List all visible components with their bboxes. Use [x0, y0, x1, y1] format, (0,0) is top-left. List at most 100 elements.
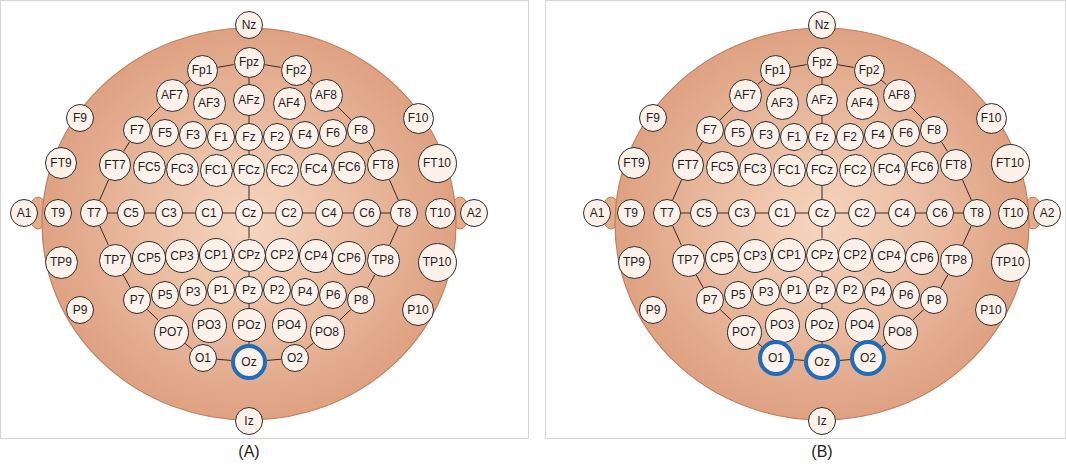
electrode: C5	[117, 199, 145, 227]
electrode: FT8	[367, 149, 399, 181]
electrode-label: C3	[161, 207, 176, 219]
electrode-label: P2	[270, 284, 285, 296]
electrode-line	[249, 116, 250, 123]
electrode: FC6	[906, 151, 939, 184]
electrode: FT7	[99, 149, 131, 181]
electrode-label: C5	[696, 207, 711, 219]
electrode-line	[916, 213, 926, 214]
electrode: C6	[926, 199, 954, 227]
electrode: FT10	[418, 144, 457, 183]
electrode-label: F7	[703, 124, 717, 136]
electrode-label: CP4	[304, 250, 327, 262]
electrode: F7	[123, 116, 151, 144]
electrode: Fp1	[187, 55, 218, 86]
electrode-label: F6	[326, 127, 340, 139]
electrode-label: O1	[768, 352, 784, 364]
electrode-label: P3	[186, 286, 201, 298]
electrode-label: CP3	[170, 250, 193, 262]
electrode-label: FT8	[372, 159, 393, 171]
electrode: CP3	[738, 239, 772, 273]
electrode-label: F5	[731, 127, 745, 139]
electrode-label: F9	[73, 112, 87, 124]
highlighted-electrode: O1	[758, 340, 794, 376]
electrode: C4	[315, 199, 343, 227]
electrode-label: CP2	[843, 249, 866, 261]
electrode: Nz	[235, 11, 263, 39]
electrode-label: T8	[397, 207, 411, 219]
electrode: P5	[151, 281, 179, 309]
electrode-label: O2	[860, 352, 876, 364]
electrode: F2	[836, 123, 864, 151]
electrode: C3	[155, 199, 183, 227]
electrode-line	[681, 213, 690, 214]
electrode-line	[338, 107, 351, 120]
electrode: FC6	[333, 151, 366, 184]
electrode-line	[303, 213, 315, 214]
electrode: CP4	[299, 239, 333, 273]
electrode-line	[673, 226, 682, 245]
electrode-label: P10	[980, 304, 1001, 316]
electrode-line	[794, 359, 804, 361]
electrode-label: PO8	[888, 326, 912, 338]
electrode: TP10	[418, 243, 457, 282]
electrode-label: F10	[981, 112, 1002, 124]
electrode-label: T9	[624, 207, 638, 219]
electrode: TP7	[672, 244, 705, 277]
electrode-label: T7	[660, 207, 674, 219]
electrode: Fpz	[807, 47, 838, 78]
electrode: AF4	[273, 87, 306, 120]
electrode-label: AF3	[198, 97, 220, 109]
electrode-label: Fpz	[239, 56, 259, 68]
electrode-label: A1	[17, 207, 32, 219]
electrode: PO7	[154, 315, 189, 350]
electrode-label: P10	[407, 304, 428, 316]
electrode: F9	[66, 104, 94, 132]
electrode: PO8	[310, 315, 345, 350]
electrode: POz	[232, 308, 266, 342]
electrode: TP8	[940, 244, 973, 277]
electrode: Cz	[235, 199, 263, 227]
electrode-line	[147, 107, 160, 120]
electrode: FC1	[200, 154, 233, 187]
electrode: CP5	[132, 241, 166, 275]
electrode-label: CPz	[811, 249, 834, 261]
electrode: F6	[319, 119, 347, 147]
electrode-line	[267, 359, 281, 360]
electrode-line	[913, 310, 924, 320]
electrode-label: TP10	[996, 256, 1025, 268]
electrode-label: C2	[281, 207, 296, 219]
electrode-line	[217, 65, 233, 68]
electrode-line	[108, 213, 117, 214]
electrode: P8	[347, 286, 375, 314]
electrode: P7	[696, 286, 724, 314]
electrode-label: FC5	[138, 161, 161, 173]
electrode-label: C1	[201, 207, 216, 219]
electrode-label: T7	[87, 207, 101, 219]
electrode: P2	[263, 276, 291, 304]
electrode: FT9	[45, 147, 77, 179]
electrode-line	[249, 186, 250, 199]
electrode-label: CP6	[910, 252, 933, 264]
electrode: C5	[690, 199, 718, 227]
electrode-label: T10	[430, 207, 451, 219]
electrode-label: AFz	[238, 94, 259, 106]
electrode-line	[720, 107, 733, 120]
electrode-line	[836, 213, 848, 214]
electrode-label: FC1	[205, 164, 228, 176]
electrode: TP8	[367, 244, 400, 277]
electrode-line	[697, 142, 703, 152]
electrode-label: POz	[237, 319, 260, 331]
electrode-label: CPz	[238, 249, 261, 261]
electrode-label: F1	[787, 131, 801, 143]
electrode-line	[368, 274, 375, 287]
electrode-label: PO3	[197, 319, 221, 331]
electrode-label: CP5	[137, 252, 160, 264]
electrode: Fz	[808, 123, 836, 151]
electrode-line	[217, 359, 231, 360]
electrode-label: FC2	[271, 164, 294, 176]
electrode-label: CP4	[877, 250, 900, 262]
electrode: F9	[639, 104, 667, 132]
electrode-label: TP7	[104, 254, 126, 266]
electrode: Fp2	[854, 55, 885, 86]
